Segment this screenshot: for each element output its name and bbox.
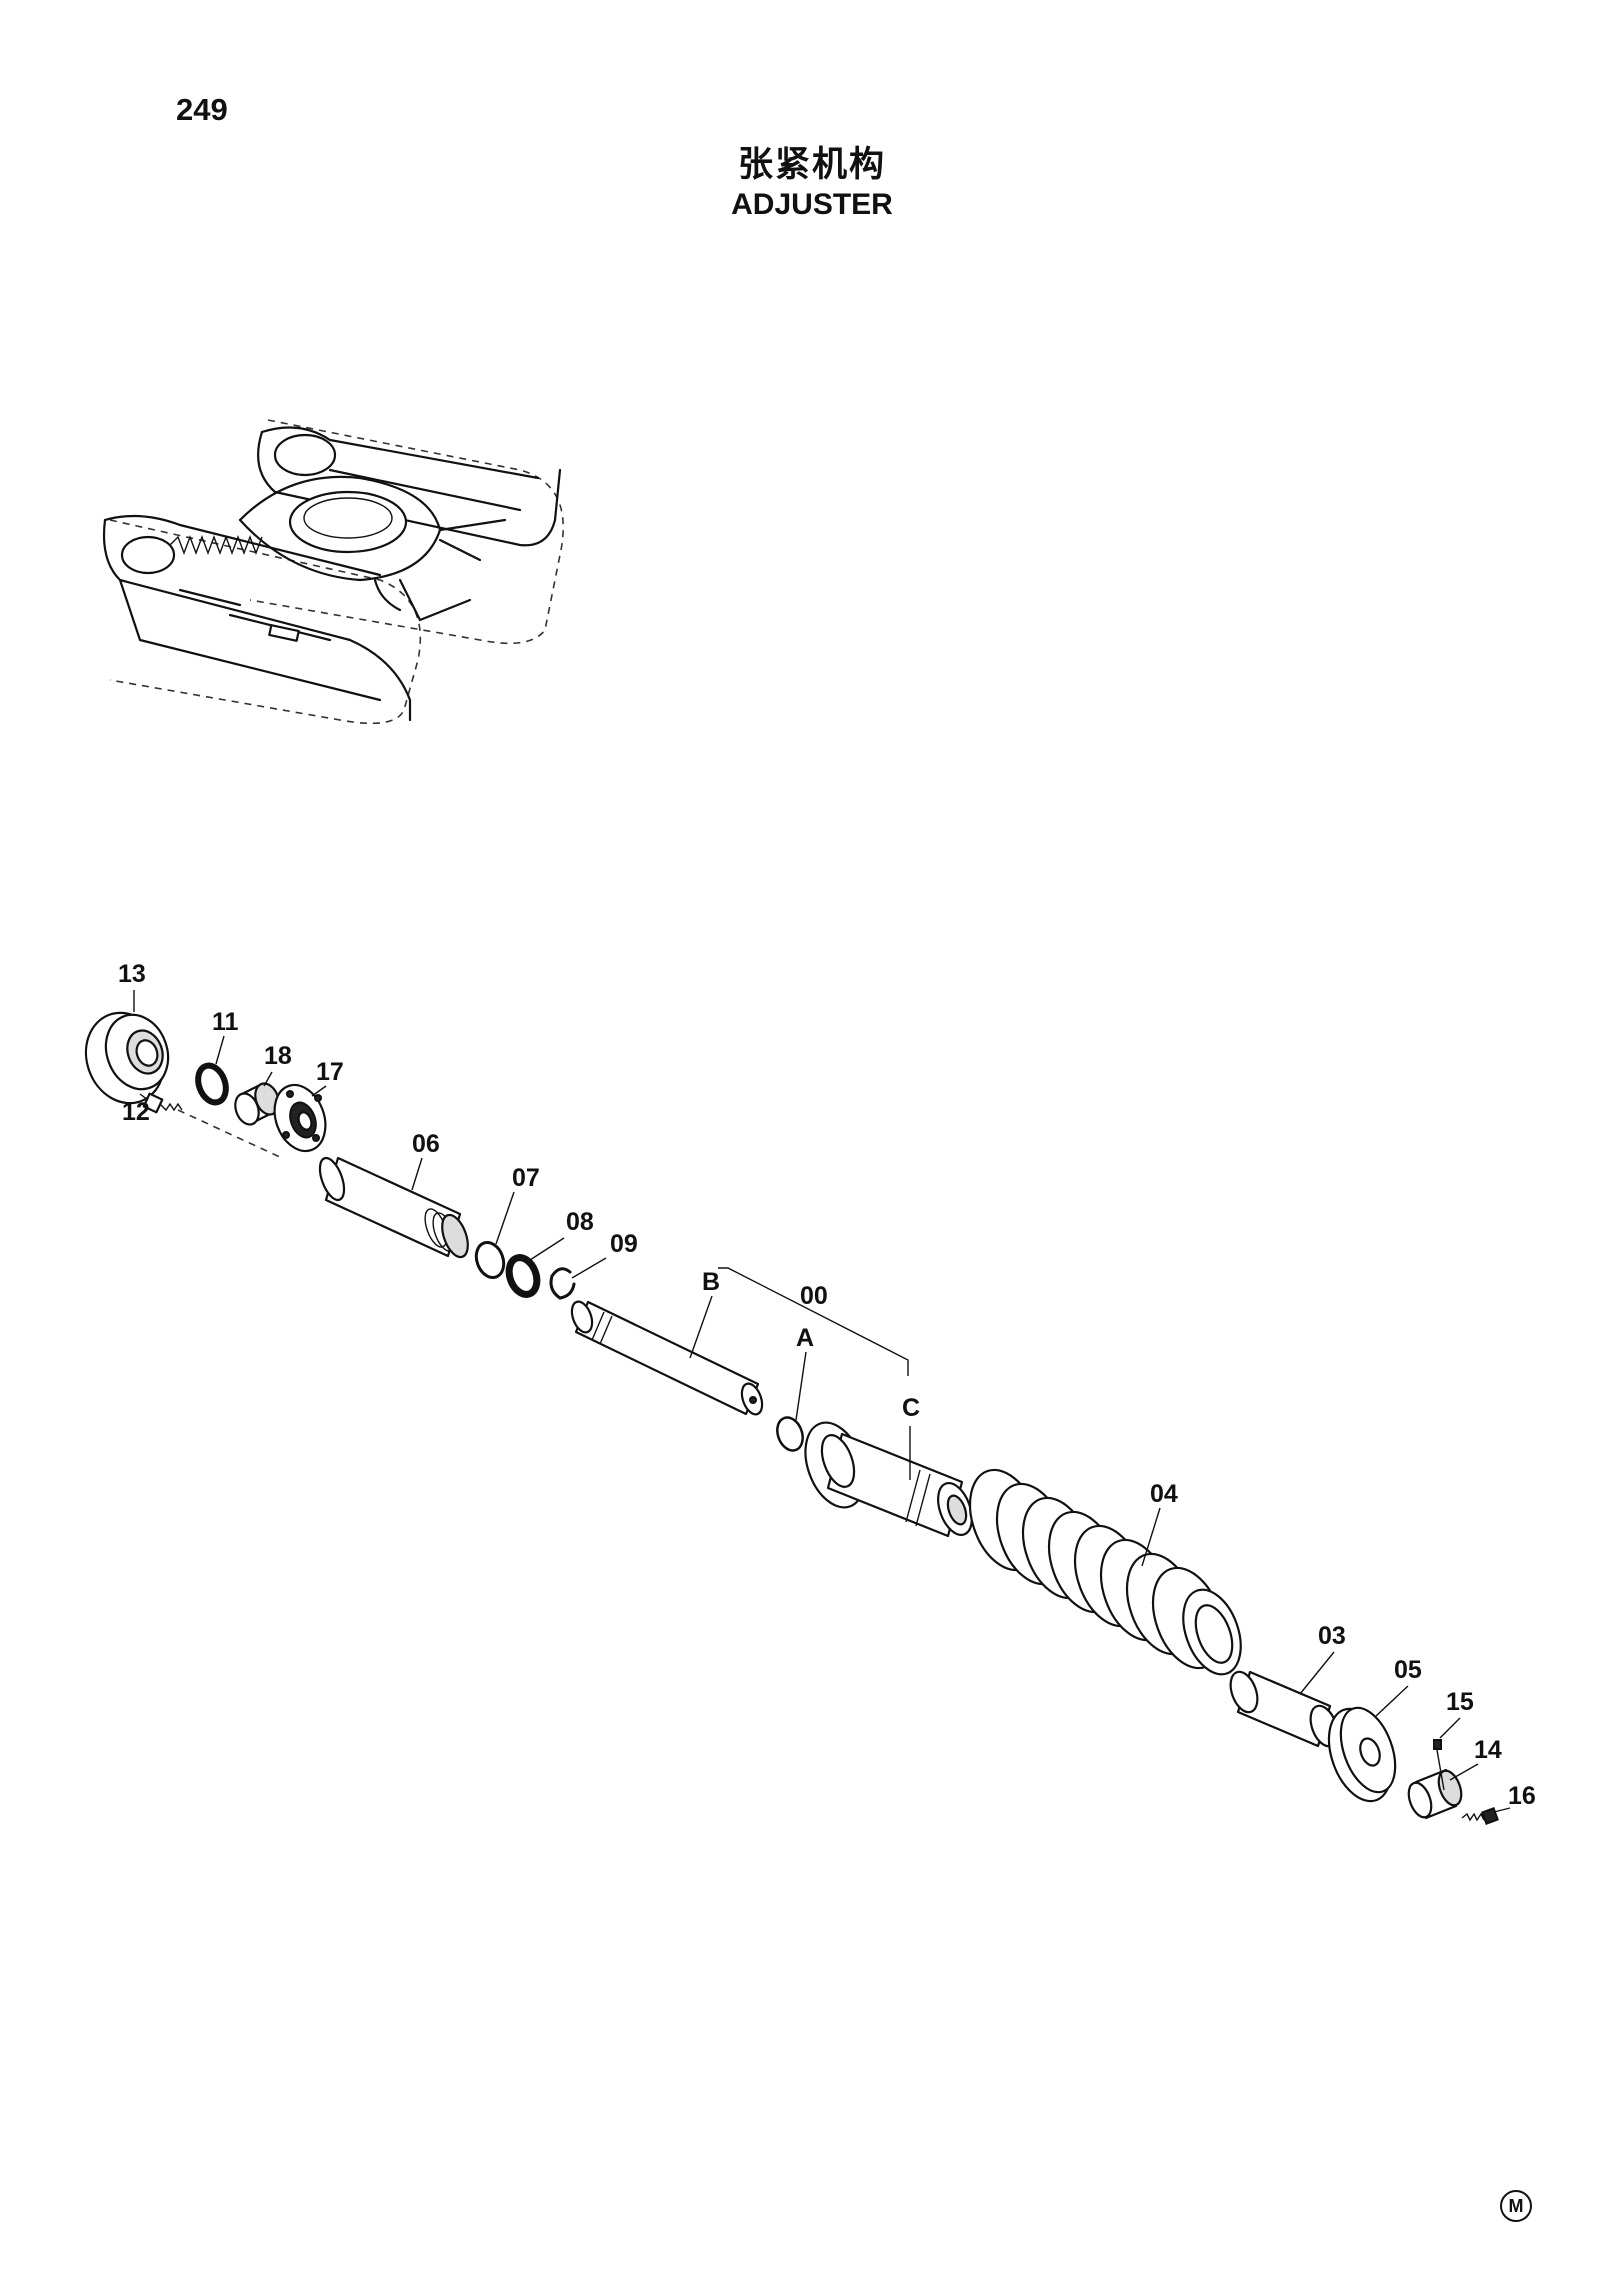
callout-07: 07 bbox=[512, 1164, 540, 1192]
callout-12: 12 bbox=[122, 1098, 150, 1126]
callout-04: 04 bbox=[1150, 1480, 1178, 1508]
part-B-piston-rod bbox=[570, 1300, 764, 1416]
callout-08: 08 bbox=[566, 1208, 594, 1236]
callout-11: 11 bbox=[212, 1008, 239, 1036]
callout-labels: 13 11 18 17 12 06 07 08 09 B 00 A C 04 0… bbox=[118, 960, 1536, 1810]
part-03-spacer-tube bbox=[1229, 1670, 1339, 1748]
part-05-seat bbox=[1327, 1706, 1397, 1803]
callout-14: 14 bbox=[1474, 1736, 1502, 1764]
callout-09: 09 bbox=[610, 1230, 638, 1258]
callout-00: 00 bbox=[800, 1282, 828, 1310]
callout-16: 16 bbox=[1508, 1782, 1536, 1810]
part-A-o-ring bbox=[776, 1416, 804, 1452]
callout-03: 03 bbox=[1318, 1622, 1346, 1650]
callout-C: C bbox=[902, 1394, 920, 1422]
part-08-seal bbox=[505, 1254, 541, 1298]
part-16-bolt bbox=[1461, 1807, 1499, 1825]
part-06-cylinder bbox=[318, 1156, 469, 1259]
part-09-retainer-ring bbox=[549, 1267, 576, 1300]
crawler-undercarriage-icon bbox=[102, 419, 564, 725]
part-07-ring bbox=[474, 1241, 506, 1279]
circled-letter-mark-icon: M bbox=[1500, 2190, 1532, 2222]
callout-13: 13 bbox=[118, 960, 146, 988]
part-15-grease-fitting bbox=[1433, 1739, 1445, 1791]
part-14-cap bbox=[1407, 1768, 1463, 1820]
callout-17: 17 bbox=[316, 1058, 344, 1086]
callout-A: A bbox=[796, 1324, 814, 1352]
page-title-english: ADJUSTER bbox=[731, 188, 893, 221]
part-11-seal-ring bbox=[195, 1062, 229, 1106]
callout-15: 15 bbox=[1446, 1688, 1474, 1716]
leader-lines bbox=[133, 990, 1511, 1813]
callout-18: 18 bbox=[264, 1042, 292, 1070]
callout-06: 06 bbox=[412, 1130, 440, 1158]
part-C-spring-guide bbox=[804, 1421, 973, 1538]
page-title-chinese: 张紧机构 bbox=[737, 145, 886, 185]
part-18-bushing bbox=[234, 1082, 280, 1126]
part-17-flange bbox=[273, 1083, 327, 1153]
part-13-end-cap bbox=[84, 1011, 170, 1105]
part-04-recoil-spring bbox=[968, 1468, 1242, 1676]
page-number: 249 bbox=[176, 92, 228, 127]
callout-05: 05 bbox=[1394, 1656, 1422, 1684]
callout-B: B bbox=[702, 1268, 720, 1296]
part-12-bolt bbox=[142, 1092, 283, 1159]
